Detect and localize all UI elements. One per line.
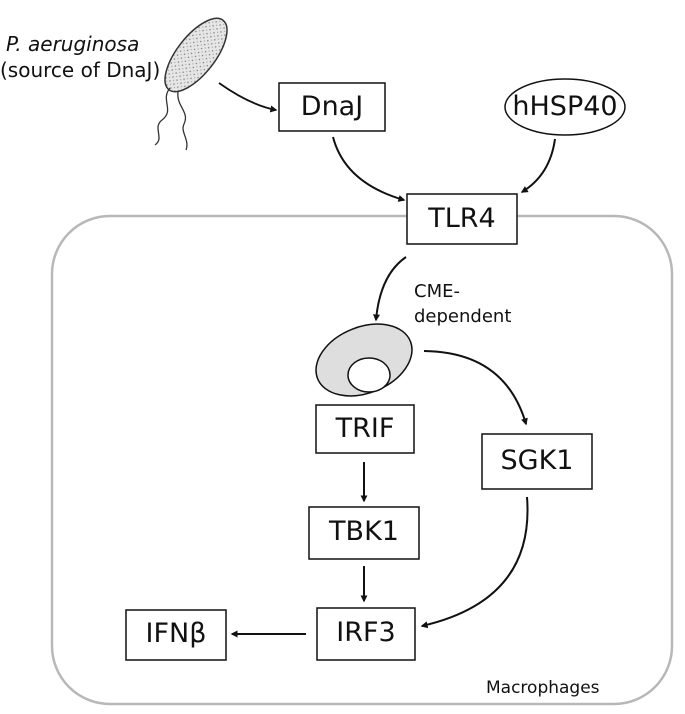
arrow-bacteria-to-dnaj bbox=[218, 82, 278, 113]
bacteria-icon bbox=[154, 17, 228, 151]
arrow-hhsp40-to-tlr4 bbox=[520, 138, 556, 193]
irf3-box bbox=[316, 607, 416, 661]
tlr4-box bbox=[406, 193, 518, 245]
sgk1-label: SGK1 bbox=[500, 445, 574, 476]
trif-label: TRIF bbox=[335, 413, 395, 444]
arrow-sgk1-to-irf3 bbox=[420, 496, 529, 629]
endosome-icon bbox=[315, 323, 413, 397]
dnaj-box bbox=[278, 82, 386, 132]
macrophages-label: Macrophages bbox=[486, 678, 600, 698]
arrow-dnaj-to-tlr4 bbox=[332, 136, 406, 202]
bacteria-note: (source of DnaJ) bbox=[0, 58, 161, 82]
ifnb-box bbox=[125, 609, 227, 661]
tbk1-box bbox=[308, 506, 420, 560]
macrophage-cell-boundary bbox=[50, 214, 674, 706]
arrow-endosome-to-sgk1 bbox=[423, 350, 528, 426]
bacteria-name: P. aeruginosa bbox=[6, 32, 140, 56]
trif-box bbox=[315, 404, 415, 454]
sgk1-box bbox=[481, 433, 593, 490]
cme-label-line2: dependent bbox=[414, 306, 512, 327]
ifnb-label: IFNβ bbox=[145, 618, 207, 649]
tbk1-label: TBK1 bbox=[329, 516, 399, 547]
dnaj-label: DnaJ bbox=[300, 91, 364, 122]
hhsp40-ellipse bbox=[504, 78, 626, 136]
arrow-tlr4-to-endosome bbox=[373, 256, 407, 322]
irf3-label: IRF3 bbox=[336, 617, 396, 648]
hhsp40-label: hHSP40 bbox=[512, 91, 618, 122]
cme-label-line1: CME- bbox=[414, 281, 460, 302]
tlr4-label: TLR4 bbox=[428, 203, 496, 234]
